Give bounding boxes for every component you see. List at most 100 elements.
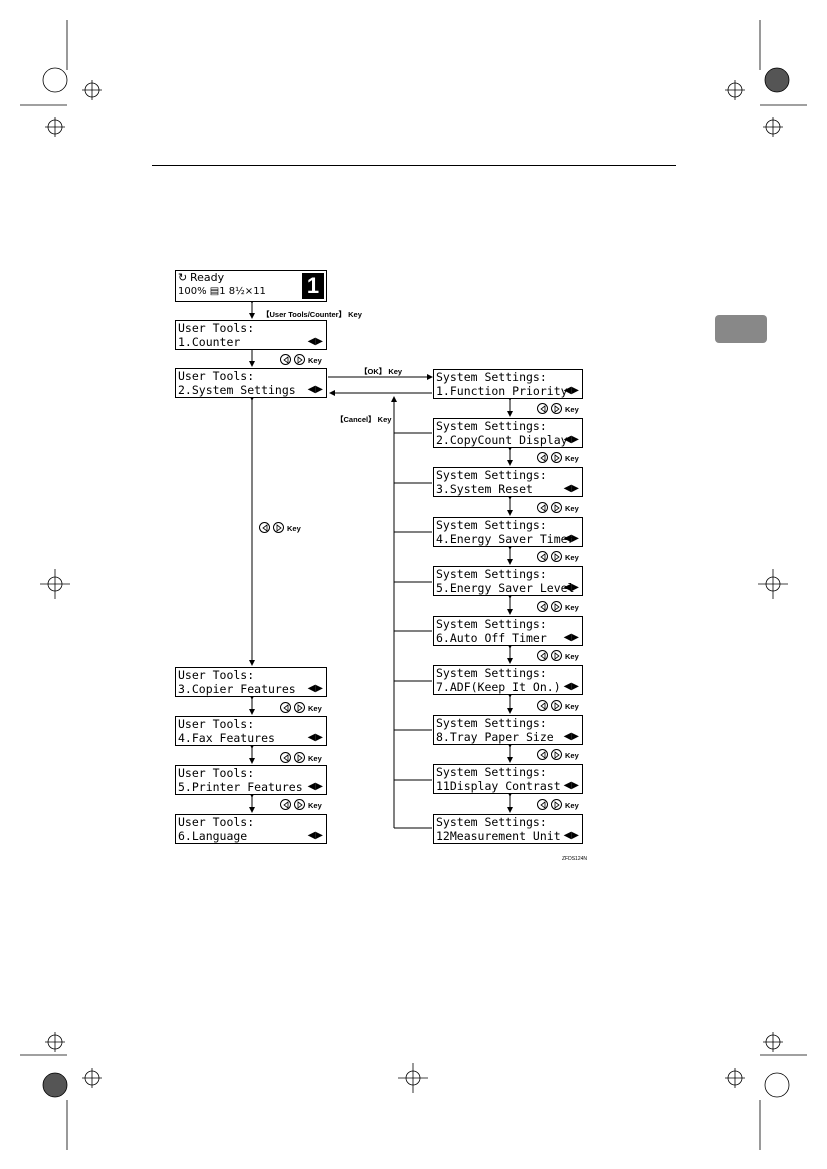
lcd-system-settings-7: System Settings: 7.ADF(Keep It On.) ◀▶ xyxy=(433,665,583,695)
scroll-keys-right-1: Key xyxy=(537,403,579,414)
key-label: Key xyxy=(565,454,579,463)
lcd-item: 3.System Reset xyxy=(436,482,533,496)
scroll-keys-right-6: Key xyxy=(537,650,579,661)
lcd-title: User Tools: xyxy=(178,815,255,829)
lcd-user-tools-5: User Tools: 5.Printer Features ◀▶ xyxy=(175,765,327,795)
lcd-item: 2.System Settings xyxy=(178,383,296,397)
left-right-arrow-icon: ◀▶ xyxy=(563,385,579,396)
lcd-title: System Settings: xyxy=(436,370,547,384)
chapter-tab xyxy=(715,315,767,343)
scroll-keys-right-2: Key xyxy=(537,452,579,463)
left-arrow-key-icon xyxy=(537,601,548,612)
left-right-arrow-icon: ◀▶ xyxy=(563,731,579,742)
lcd-item: 3.Copier Features xyxy=(178,682,296,696)
lcd-title: System Settings: xyxy=(436,567,547,581)
lcd-item: 5.Energy Saver Level xyxy=(436,581,575,595)
scroll-keys-right-7: Key xyxy=(537,700,579,711)
lcd-title: User Tools: xyxy=(178,717,255,731)
lcd-system-settings-8: System Settings: 8.Tray Paper Size ◀▶ xyxy=(433,715,583,745)
right-arrow-key-icon xyxy=(551,601,562,612)
right-arrow-key-icon xyxy=(551,551,562,562)
key-label: Key xyxy=(565,603,579,612)
right-arrow-key-icon xyxy=(551,799,562,810)
status-line2: 100% ▤1 8½×11 xyxy=(178,286,266,297)
lcd-item: 1.Function Priority xyxy=(436,384,568,398)
lcd-title: System Settings: xyxy=(436,716,547,730)
lcd-system-settings-2: System Settings: 2.CopyCount Display ◀▶ xyxy=(433,418,583,448)
lcd-item: 4.Fax Features xyxy=(178,731,275,745)
scroll-keys-right-5: Key xyxy=(537,601,579,612)
lcd-system-settings-6: System Settings: 6.Auto Off Timer ◀▶ xyxy=(433,616,583,646)
lcd-system-settings-4: System Settings: 4.Energy Saver Timer ◀▶ xyxy=(433,517,583,547)
key-label: Key xyxy=(565,652,579,661)
left-right-arrow-icon: ◀▶ xyxy=(563,434,579,445)
key-label: Key xyxy=(308,356,322,365)
scroll-keys-left-2: Key xyxy=(259,522,301,533)
copy-counter: 1 xyxy=(302,273,324,299)
lcd-item: 7.ADF(Keep It On.) xyxy=(436,680,561,694)
left-arrow-key-icon xyxy=(537,551,548,562)
right-arrow-key-icon xyxy=(294,752,305,763)
lcd-item: 6.Language xyxy=(178,829,248,843)
lcd-item: 5.Printer Features xyxy=(178,780,303,794)
left-arrow-key-icon xyxy=(537,452,548,463)
right-arrow-key-icon xyxy=(551,700,562,711)
key-label: Key xyxy=(565,702,579,711)
left-right-arrow-icon: ◀▶ xyxy=(563,780,579,791)
header-rule xyxy=(152,165,676,166)
left-right-arrow-icon: ◀▶ xyxy=(563,582,579,593)
left-arrow-key-icon xyxy=(537,403,548,414)
key-label: Key xyxy=(287,524,301,533)
left-right-arrow-icon: ◀▶ xyxy=(307,830,323,841)
scroll-keys-left-1: Key xyxy=(280,354,322,365)
left-arrow-key-icon xyxy=(537,700,548,711)
lcd-title: User Tools: xyxy=(178,668,255,682)
lcd-item: 4.Energy Saver Timer xyxy=(436,532,575,546)
figure-code: ZFDS124N xyxy=(562,856,588,862)
lcd-item: 12Measurement Unit xyxy=(436,829,561,843)
scroll-keys-left-4: Key xyxy=(280,752,322,763)
left-right-arrow-icon: ◀▶ xyxy=(563,533,579,544)
lcd-item: 6.Auto Off Timer xyxy=(436,631,547,645)
right-arrow-key-icon xyxy=(551,403,562,414)
lcd-title: System Settings: xyxy=(436,815,547,829)
left-arrow-key-icon xyxy=(537,799,548,810)
lcd-title: System Settings: xyxy=(436,617,547,631)
right-arrow-key-icon xyxy=(551,452,562,463)
key-label: Key xyxy=(565,405,579,414)
lcd-title: User Tools: xyxy=(178,321,255,335)
scroll-keys-right-8: Key xyxy=(537,749,579,760)
scroll-keys-right-4: Key xyxy=(537,551,579,562)
right-arrow-key-icon xyxy=(294,354,305,365)
lcd-item: 11Display Contrast xyxy=(436,779,561,793)
lcd-user-tools-6: User Tools: 6.Language ◀▶ xyxy=(175,814,327,844)
right-arrow-key-icon xyxy=(294,799,305,810)
status-panel: Ready 100% ▤1 8½×11 ↻ 1 xyxy=(175,270,327,302)
left-arrow-key-icon xyxy=(259,522,270,533)
key-label: Key xyxy=(308,801,322,810)
left-right-arrow-icon: ◀▶ xyxy=(563,483,579,494)
lcd-title: User Tools: xyxy=(178,766,255,780)
scroll-keys-right-9: Key xyxy=(537,799,579,810)
key-label: Key xyxy=(565,553,579,562)
right-arrow-key-icon xyxy=(551,650,562,661)
scroll-keys-left-5: Key xyxy=(280,799,322,810)
key-user-tools-counter: 【User Tools/Counter】 Key xyxy=(262,310,362,319)
left-arrow-key-icon xyxy=(280,702,291,713)
lcd-title: System Settings: xyxy=(436,419,547,433)
left-arrow-key-icon xyxy=(537,650,548,661)
refresh-icon: ↻ xyxy=(178,271,188,284)
lcd-system-settings-12: System Settings: 12Measurement Unit ◀▶ xyxy=(433,814,583,844)
scroll-keys-right-3: Key xyxy=(537,502,579,513)
status-ready: Ready xyxy=(190,271,225,284)
left-right-arrow-icon: ◀▶ xyxy=(563,681,579,692)
lcd-system-settings-1: System Settings: 1.Function Priority ◀▶ xyxy=(433,369,583,399)
lcd-title: System Settings: xyxy=(436,765,547,779)
left-right-arrow-icon: ◀▶ xyxy=(307,732,323,743)
lcd-item: 8.Tray Paper Size xyxy=(436,730,554,744)
lcd-user-tools-2: User Tools: 2.System Settings ◀▶ xyxy=(175,368,327,398)
lcd-title: System Settings: xyxy=(436,666,547,680)
lcd-user-tools-1: User Tools: 1.Counter ◀▶ xyxy=(175,320,327,350)
right-arrow-key-icon xyxy=(551,749,562,760)
